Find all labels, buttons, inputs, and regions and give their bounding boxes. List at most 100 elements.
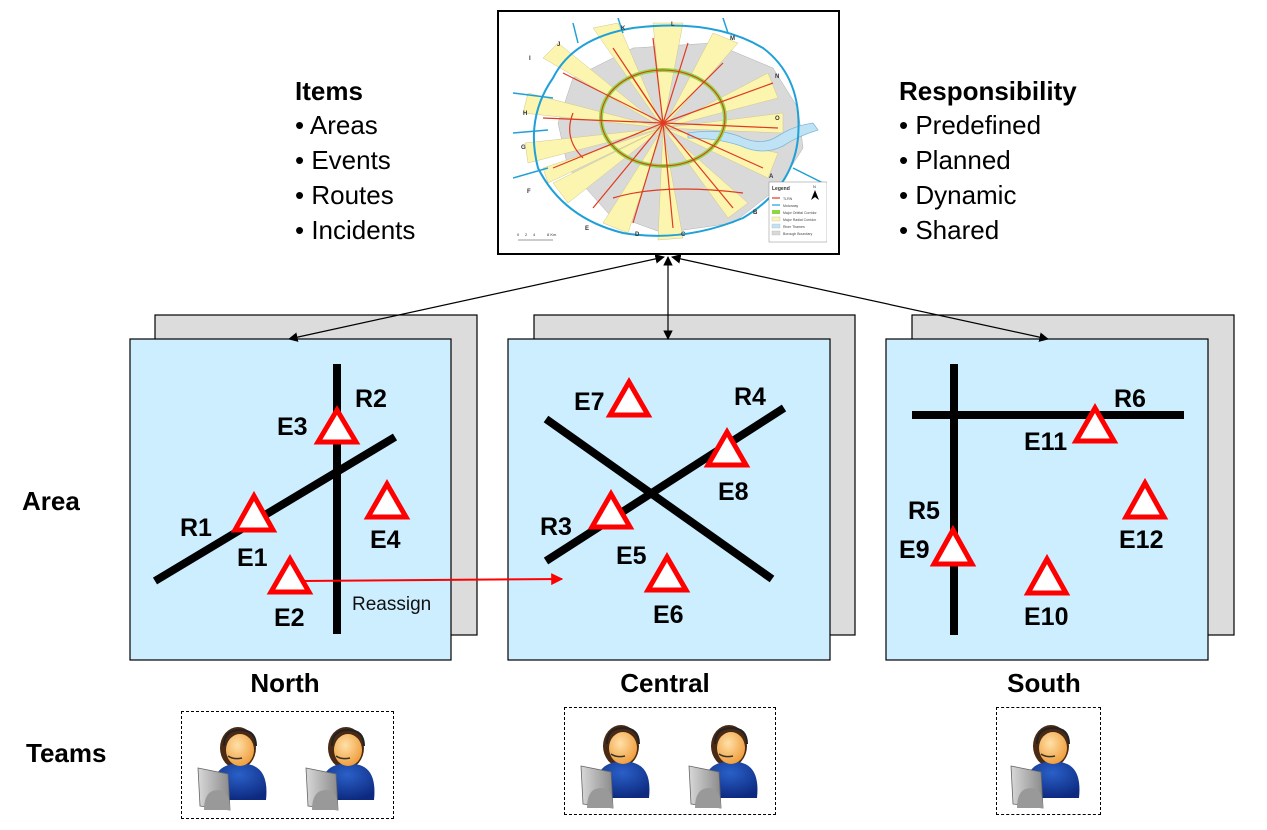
svg-text:F: F (527, 189, 531, 195)
events (230, 376, 1169, 596)
responsibility-bullet: • Planned (899, 145, 1011, 175)
route-r3 (543, 404, 787, 565)
event-e6-icon (643, 551, 691, 593)
route-label: R4 (734, 383, 766, 411)
svg-text:8 Km: 8 Km (547, 232, 557, 237)
london-map: A B C D E F G H I J K L M N O 0 2 4 8 Km… (497, 10, 840, 255)
route-label: R6 (1114, 385, 1146, 413)
north-arrow-icon (811, 190, 819, 200)
event-label: E12 (1119, 526, 1163, 554)
route-label: R5 (908, 497, 940, 525)
event-label: E4 (370, 526, 401, 554)
route-r4 (543, 415, 775, 583)
svg-text:O: O (775, 116, 780, 122)
route-r1 (152, 433, 398, 585)
svg-text:Major Radial Corridor: Major Radial Corridor (783, 218, 817, 222)
event-label: E8 (718, 478, 749, 506)
svg-text:J: J (557, 42, 560, 48)
svg-text:I: I (529, 56, 531, 62)
map-scale: 0 2 4 8 Km (517, 232, 557, 241)
teams-row-label: Teams (26, 738, 107, 768)
event-label: E9 (899, 536, 930, 564)
route-label: R1 (180, 514, 212, 542)
items-bullet: • Events (295, 145, 391, 175)
svg-text:Legend: Legend (772, 186, 790, 192)
event-e12-icon (1121, 477, 1169, 520)
route-label: R2 (355, 385, 387, 413)
route-label: R3 (540, 513, 572, 541)
svg-text:D: D (635, 232, 640, 238)
items-bullet: • Routes (295, 180, 394, 210)
svg-text:0: 0 (517, 232, 520, 237)
event-e10-icon (1023, 553, 1071, 596)
items-bullet: • Incidents (295, 215, 416, 245)
event-e4-icon (363, 478, 411, 520)
svg-text:N: N (775, 74, 779, 80)
area-name-central: Central (620, 668, 710, 698)
svg-text:A: A (769, 174, 774, 180)
connector-south (671, 254, 1049, 342)
responsibility-bullet: • Shared (899, 215, 1000, 245)
event-label: E3 (277, 413, 308, 441)
event-e2-icon (266, 553, 314, 595)
map-legend: Legend N TLRN Motorway Major Orbital Cor… (768, 181, 827, 243)
diagram-labels: R1 R2 E1 E2 E3 E4 R3 R4 E5 E6 E7 E8 R5 R… (180, 383, 1163, 632)
event-e9-icon (929, 524, 977, 567)
svg-text:L: L (671, 22, 675, 28)
operator-avatar-icon (194, 722, 272, 812)
event-e3-icon (313, 405, 361, 445)
svg-text:B: B (753, 210, 758, 216)
svg-text:2: 2 (525, 232, 528, 237)
operator-avatar-icon (1007, 720, 1085, 810)
event-label: E7 (574, 388, 605, 416)
svg-text:River Thames: River Thames (783, 225, 805, 229)
operator-avatar-icon (577, 720, 655, 810)
event-label: E1 (237, 544, 268, 572)
area-row-label: Area (22, 486, 80, 516)
svg-text:Major Orbital Corridor: Major Orbital Corridor (783, 211, 817, 215)
team-box-south (996, 707, 1101, 815)
svg-text:Motorway: Motorway (783, 204, 798, 208)
responsibility-bullet: • Predefined (899, 110, 1042, 140)
svg-text:E: E (585, 226, 589, 232)
area-panel-central (507, 338, 831, 661)
map-graphic: A B C D E F G H I J K L M N O 0 2 4 8 Km… (513, 18, 827, 244)
team-box-north (181, 711, 394, 819)
svg-text:G: G (521, 145, 526, 151)
svg-text:K: K (621, 26, 626, 32)
items-title: Items (295, 76, 363, 106)
event-label: E11 (1024, 428, 1067, 456)
svg-text:C: C (681, 232, 686, 238)
event-label: E5 (616, 542, 647, 570)
event-e1-icon (230, 490, 278, 533)
event-e7-icon (605, 376, 653, 418)
svg-text:TLRN: TLRN (783, 197, 793, 201)
responsibility-bullet: • Dynamic (899, 180, 1017, 210)
operator-avatar-icon (685, 720, 763, 810)
responsibility-panel: Responsibility • Predefined • Planned • … (899, 74, 1077, 248)
svg-text:N: N (813, 184, 816, 189)
area-name-south: South (1007, 668, 1081, 698)
operator-avatar-icon (302, 722, 380, 812)
team-box-central (564, 707, 776, 815)
motorway-ring (532, 24, 800, 237)
river-thames (687, 122, 819, 152)
tlrn-roads (542, 37, 779, 229)
items-bullet: • Areas (295, 110, 378, 140)
corridor-letters: A B C D E F G H I J K L M N O (521, 22, 780, 238)
event-label: E6 (653, 601, 684, 629)
event-e5-icon (587, 488, 635, 530)
connector-north (288, 254, 665, 342)
radial-corridors (522, 22, 784, 241)
event-e11-icon (1071, 402, 1119, 444)
svg-text:4: 4 (533, 232, 536, 237)
responsibility-title: Responsibility (899, 76, 1077, 106)
svg-text:H: H (523, 111, 527, 117)
reassign-arrow (301, 573, 564, 586)
svg-text:M: M (730, 36, 735, 42)
svg-text:Borough Boundary: Borough Boundary (783, 232, 812, 236)
event-label: E2 (274, 604, 305, 632)
event-e8-icon (703, 426, 751, 468)
items-panel: Items • Areas • Events • Routes • Incide… (295, 74, 415, 248)
